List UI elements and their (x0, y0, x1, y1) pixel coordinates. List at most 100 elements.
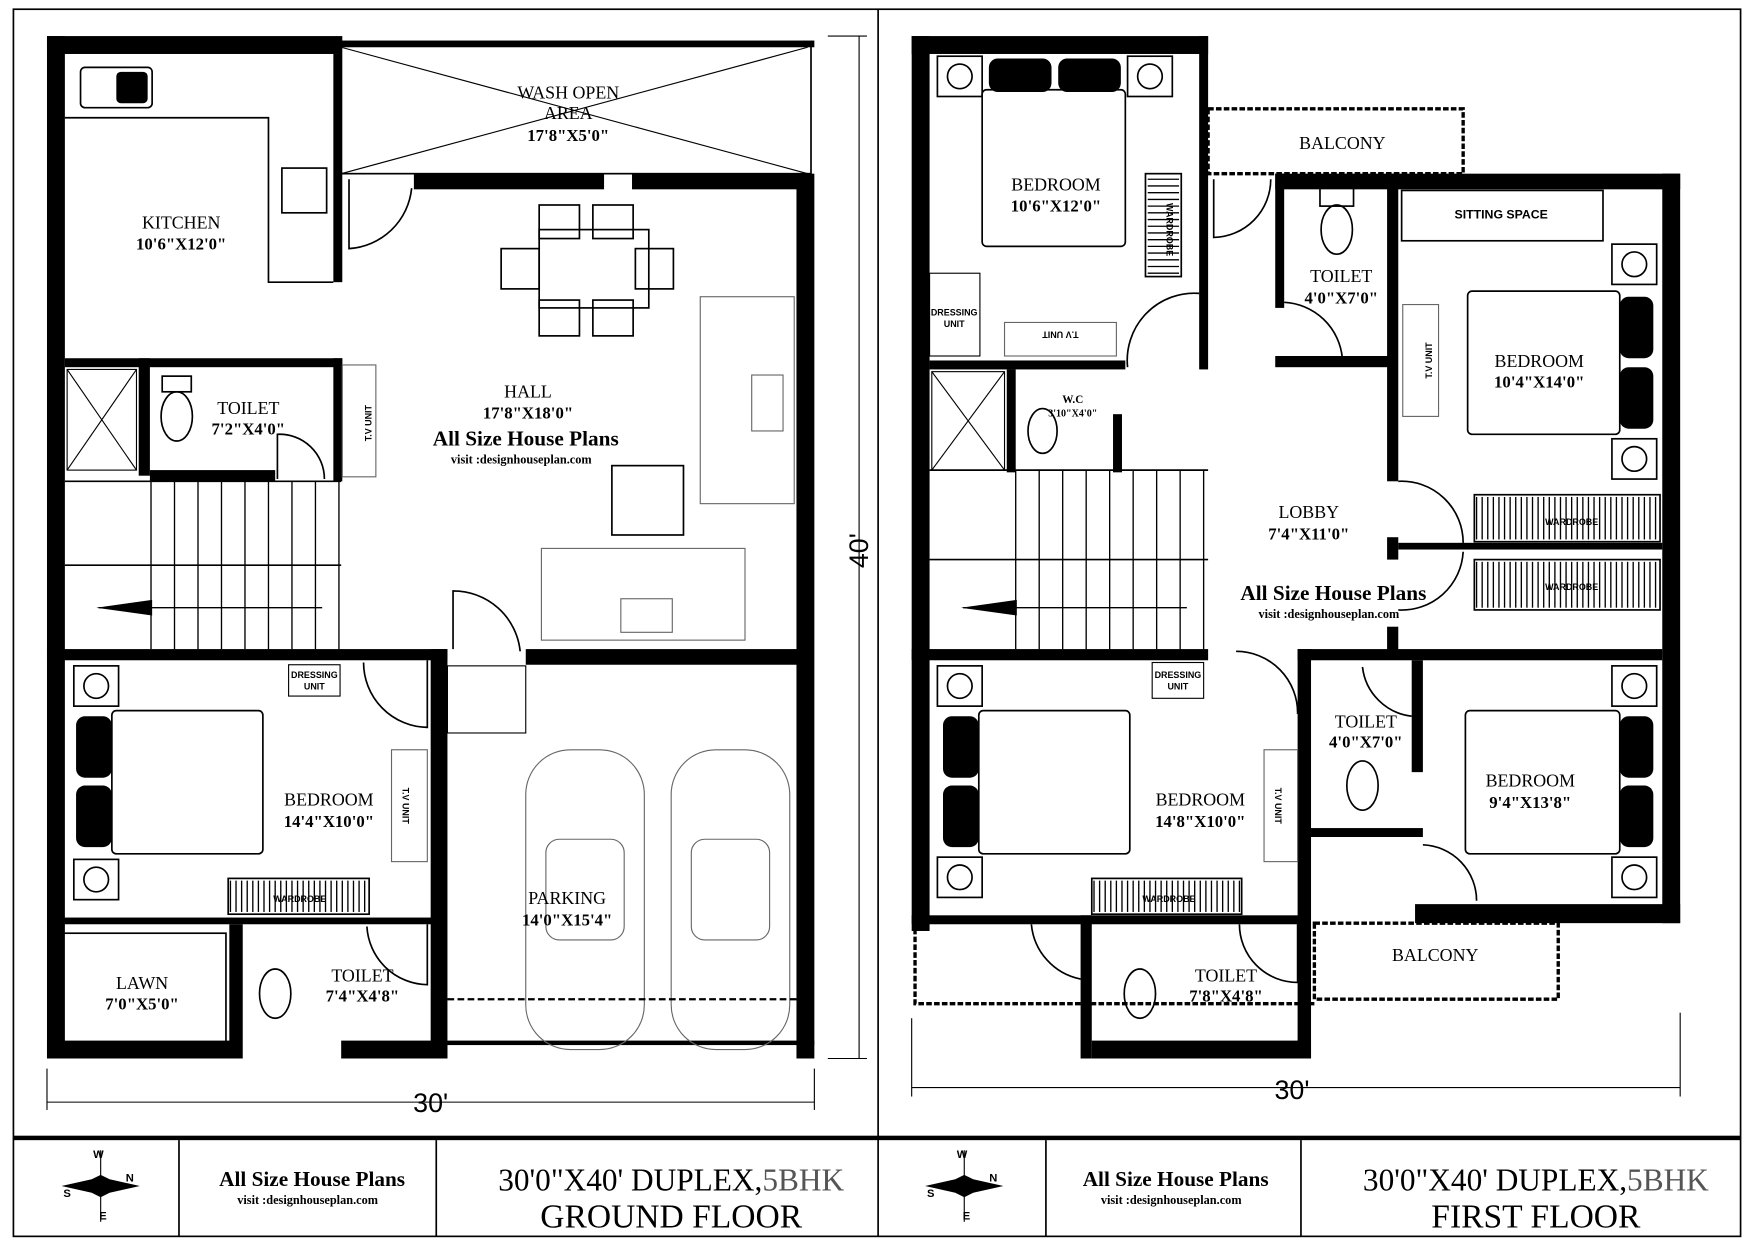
sink-icon (79, 66, 153, 109)
watermark-brand: All Size House Plans (433, 426, 619, 450)
watermark-brand: All Size House Plans (1240, 581, 1426, 605)
side-table-icon (1611, 856, 1658, 899)
tv-unit (341, 364, 377, 478)
room-dims-toilet: 7'4"X4'8" (326, 986, 400, 1005)
width-dimension: 30' (1275, 1075, 1310, 1105)
side-table-icon (72, 665, 120, 707)
room-label-toilet: TOILET (1335, 711, 1397, 731)
brand-name: All Size House Plans (219, 1167, 405, 1191)
room-label-bedroom: BEDROOM (284, 790, 373, 810)
dressing-label: UNIT (944, 319, 965, 329)
side-table-icon (1611, 243, 1658, 286)
room-label-sitting-space: SITTING SPACE (1455, 207, 1548, 221)
toilet-seat-icon (1027, 407, 1058, 455)
room-label-balcony: BALCONY (1299, 133, 1385, 153)
side-table-icon (936, 55, 983, 98)
room-dims-wash: 17'8"X5'0" (527, 126, 609, 145)
room-dims-toilet: 7'8"X4'8" (1189, 986, 1263, 1005)
room-dims-bedroom: 14'8"X10'0" (1155, 812, 1245, 831)
sofa (540, 547, 746, 641)
tv-unit-label: T.V UNIT (363, 404, 373, 441)
wardrobe-label: WARDROBE (1142, 894, 1195, 904)
room-label-lawn: LAWN (116, 973, 168, 993)
side-table-icon (1611, 437, 1658, 480)
side-table-icon (72, 858, 120, 901)
room-dims-kitchen: 10'6"X12'0" (136, 235, 226, 254)
wardrobe-label: WARDROBE (273, 894, 326, 904)
plan-subtitle: FIRST FLOOR (1431, 1198, 1641, 1235)
room-label-toilet: TOILET (1195, 965, 1257, 985)
room-dims-toilet: 4'0"X7'0" (1304, 288, 1378, 307)
dressing-label: UNIT (304, 681, 325, 691)
bed (72, 665, 264, 901)
side-table-icon (1126, 55, 1174, 98)
dressing-label: UNIT (1167, 681, 1188, 691)
room-dims-lawn: 7'0"X5'0" (105, 994, 179, 1013)
title-block-rule (13, 1135, 1741, 1141)
plan-title: 30'0"X40' DUPLEX,5BHK (498, 1162, 844, 1197)
sheet-border (12, 8, 1742, 1238)
room-dims-hall: 17'8"X18'0" (483, 404, 573, 423)
dressing-label: DRESSING (291, 670, 338, 680)
room-label-toilet: TOILET (217, 398, 279, 418)
room-label-toilet: TOILET (1310, 266, 1372, 286)
tv-unit-label: T.V UNIT (1273, 788, 1283, 825)
room-label-bedroom: BEDROOM (1486, 771, 1575, 791)
compass-icon: W N S E (61, 1149, 140, 1223)
wardrobe (1475, 496, 1657, 608)
side-table-icon (936, 665, 983, 707)
room-dims-wc: 3'10"X4'0" (1048, 408, 1097, 419)
plan-subtitle: GROUND FLOOR (540, 1198, 802, 1235)
wardrobe-label: WARDROBE (1545, 582, 1598, 592)
stair-arrow-icon (96, 599, 153, 616)
tv-unit-label: T.V UNIT (1042, 329, 1079, 339)
depth-dimension: 40' (844, 533, 874, 568)
sofa (699, 296, 795, 505)
title-block: W N S E All Size House Plans visit :desi… (61, 1140, 1709, 1237)
brand-name: All Size House Plans (1083, 1167, 1269, 1191)
side-table-icon (1611, 665, 1658, 707)
room-label-wash: AREA (544, 103, 593, 123)
compass-icon: W N S E (925, 1149, 1004, 1223)
room-dims-toilet: 4'0"X7'0" (1329, 733, 1403, 752)
svg-text:W: W (957, 1149, 968, 1161)
toilet-seat-icon (1320, 204, 1354, 256)
room-dims-bedroom: 9'4"X13'8" (1489, 793, 1571, 812)
room-label-toilet: TOILET (331, 965, 393, 985)
staircase (64, 480, 342, 650)
car-icon (670, 749, 791, 1051)
stair-arrow-icon (960, 599, 1017, 616)
room-label-bedroom: BEDROOM (1156, 790, 1245, 810)
dressing-label: DRESSING (1155, 670, 1202, 680)
ground-floor-plan: T.V UNIT DRESSING UNIT T.V UNIT WARDROBE (46, 35, 874, 1118)
room-label-kitchen: KITCHEN (142, 212, 221, 232)
shaft (66, 368, 138, 471)
room-label-balcony: BALCONY (1392, 945, 1478, 965)
tv-unit-label: T.V UNIT (401, 788, 411, 825)
room-label-wc: W.C (1062, 394, 1083, 406)
toilet-seat-icon (1345, 760, 1379, 812)
brand-url: visit :designhouseplan.com (1101, 1193, 1243, 1207)
stove-icon (281, 167, 328, 214)
toilet-seat-icon (160, 390, 194, 442)
svg-text:S: S (927, 1188, 935, 1200)
plan-title: 30'0"X40' DUPLEX,5BHK (1363, 1162, 1709, 1197)
room-label-lobby: LOBBY (1278, 502, 1339, 522)
room-label-bedroom: BEDROOM (1011, 174, 1100, 194)
brand-url: visit :designhouseplan.com (237, 1193, 379, 1207)
room-label-parking: PARKING (528, 888, 606, 908)
room-dims-bedroom: 10'4"X14'0" (1494, 372, 1584, 391)
toilet-seat-icon (1123, 968, 1157, 1020)
shaft (931, 371, 1006, 471)
first-floor-plan: WARDROBE DRESSING UNIT T.V UNIT T.V UNIT (911, 36, 1681, 1105)
room-dims-bedroom: 10'6"X12'0" (1011, 197, 1101, 216)
room-dims-toilet: 7'2"X4'0" (212, 419, 286, 438)
dressing-label: DRESSING (931, 308, 978, 318)
side-table-icon (936, 856, 983, 899)
svg-text:E: E (963, 1211, 971, 1223)
toilet-seat-icon (258, 968, 292, 1020)
room-label-hall: HALL (504, 381, 552, 401)
watermark-url: visit :designhouseplan.com (451, 452, 593, 466)
svg-text:W: W (93, 1149, 104, 1161)
